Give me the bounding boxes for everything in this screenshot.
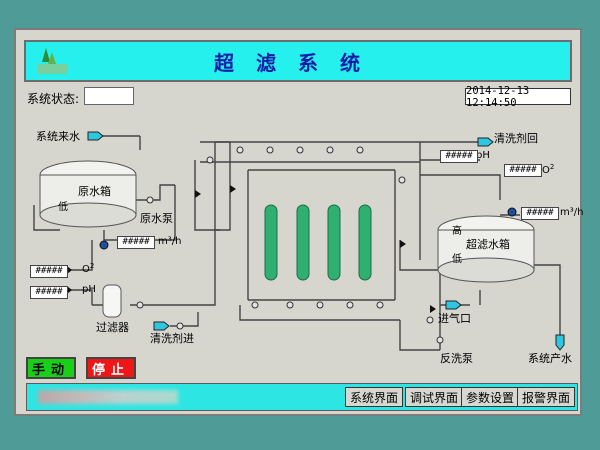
- pump-icon: [507, 207, 517, 217]
- clean-agent-return-label: 清洗剂回: [494, 131, 538, 145]
- inlet-arrow-icon: [87, 131, 104, 141]
- stop-button[interactable]: 停止: [86, 357, 136, 379]
- o2-readout-right: #####: [504, 164, 542, 177]
- blurred-watermark: [38, 390, 178, 404]
- clean-agent-in-label: 清洗剂进: [150, 331, 194, 345]
- system-status-field: [84, 87, 134, 105]
- logo-icon: [38, 48, 68, 74]
- inlet-arrow-icon: [153, 321, 170, 331]
- nav-debug-screen-button[interactable]: 调试界面: [405, 387, 464, 407]
- ph-right-label: pH: [476, 150, 490, 161]
- air-inlet-label: 进气口: [438, 311, 471, 325]
- flow-left-unit-label: m³/h: [158, 236, 181, 247]
- nav-alarm-screen-button[interactable]: 报警界面: [517, 387, 576, 407]
- inlet-arrow-icon: [445, 300, 462, 310]
- ph-left-label: pH: [82, 284, 96, 295]
- o2-left-label: O2: [82, 262, 94, 275]
- uf-tank-high-label: 高: [452, 224, 462, 237]
- o2-readout-left: #####: [30, 265, 68, 278]
- outlet-arrow-icon: [477, 137, 494, 147]
- raw-water-tank: [39, 160, 137, 228]
- uf-tank-label: 超滤水箱: [466, 237, 510, 251]
- manual-mode-button[interactable]: 手动: [26, 357, 76, 379]
- pump-icon: [99, 240, 109, 250]
- raw-tank-label: 原水箱: [78, 184, 111, 198]
- ph-readout-left: #####: [30, 286, 68, 299]
- navigation-bar: 系统界面 调试界面 参数设置 报警界面: [26, 383, 578, 411]
- ph-readout-right: #####: [440, 150, 478, 163]
- o2-right-label: O2: [542, 163, 554, 176]
- filter-label: 过滤器: [96, 321, 129, 334]
- system-status-label: 系统状态:: [27, 92, 80, 106]
- system-inlet-label: 系统来水: [36, 130, 80, 143]
- filter-vessel: [102, 284, 122, 318]
- raw-tank-low-label: 低: [58, 200, 68, 213]
- flow-right-unit-label: m³/h: [560, 207, 583, 218]
- raw-pump-label: 原水泵: [140, 212, 173, 225]
- nav-parameter-settings-button[interactable]: 参数设置: [461, 387, 520, 407]
- outlet-arrow-icon: [555, 334, 565, 351]
- flow-arrows: [87, 131, 565, 351]
- uf-water-tank: [437, 215, 535, 283]
- title-bar: 超滤系统: [24, 40, 572, 82]
- uf-membranes: [264, 204, 372, 281]
- page-title: 超滤系统: [214, 50, 382, 75]
- system-output-label: 系统产水: [528, 351, 572, 365]
- backwash-pump-label: 反洗泵: [440, 352, 473, 365]
- flow-readout-left: #####: [117, 236, 155, 249]
- nav-system-screen-button[interactable]: 系统界面: [345, 387, 404, 407]
- uf-tank-low-label: 低: [452, 252, 462, 265]
- flow-readout-right: #####: [521, 207, 559, 220]
